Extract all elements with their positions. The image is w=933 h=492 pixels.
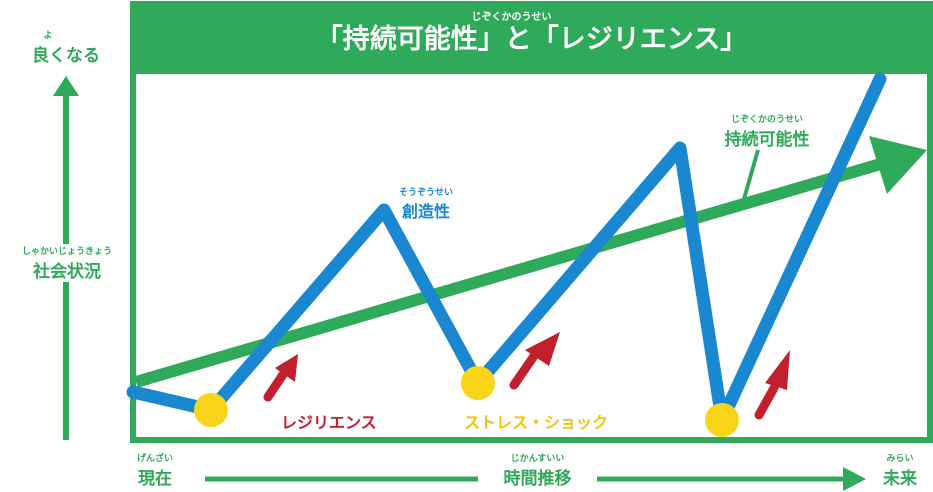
x-axis-middle-ruby: じかんすいい bbox=[510, 454, 565, 464]
title-block: じぞくかのうせい 「持続可能性」と「レジリエンス」 bbox=[133, 8, 930, 57]
x-axis-middle-label: 時間推移 bbox=[503, 469, 572, 489]
page-title: 「持続可能性」と「レジリエンス」 bbox=[315, 24, 748, 55]
x-axis-end: みらい 未来 bbox=[870, 451, 930, 489]
x-axis-end-ruby: みらい bbox=[886, 454, 914, 464]
y-axis-top-ruby: よ bbox=[43, 31, 53, 41]
resilience-label: レジリエンス bbox=[281, 413, 377, 432]
x-axis-start-label: 現在 bbox=[138, 469, 172, 489]
x-axis-start-ruby: げんざい bbox=[136, 454, 173, 464]
x-axis-middle: じかんすいい 時間推移 bbox=[478, 451, 597, 489]
sustainability-ruby: じぞくかのうせい bbox=[730, 115, 803, 125]
title-ruby: じぞくかのうせい bbox=[471, 12, 552, 23]
y-axis-label: 社会状況 bbox=[33, 262, 101, 282]
sustainability-trend-arrow bbox=[134, 136, 927, 388]
y-axis-top-label: 良くなる bbox=[32, 46, 100, 66]
creativity-label-block: そうぞうせい 創造性 bbox=[386, 185, 466, 222]
y-axis-ruby: しゃかいじょうきょう bbox=[21, 247, 112, 257]
shock-point-icon bbox=[705, 403, 739, 437]
stress-shock-label: ストレス・ショック bbox=[464, 413, 609, 432]
x-axis-start: げんざい 現在 bbox=[120, 451, 190, 489]
sustainability-label-block: じぞくかのうせい 持続可能性 bbox=[702, 112, 832, 150]
y-axis-label-block: しゃかいじょうきょう 社会状況 bbox=[6, 244, 128, 282]
resilience-arrow-icon bbox=[263, 354, 298, 402]
title-bar bbox=[133, 4, 930, 74]
creativity-label: 創造性 bbox=[401, 202, 450, 221]
shock-point-icon bbox=[461, 366, 495, 400]
shock-point-icon bbox=[194, 393, 228, 427]
resilience-arrow-icon bbox=[754, 350, 790, 420]
y-axis-top: よ 良くなる bbox=[16, 28, 116, 66]
time-axis-arrow bbox=[205, 467, 866, 491]
x-axis-end-label: 未来 bbox=[883, 469, 917, 489]
sustainability-label: 持続可能性 bbox=[724, 130, 810, 150]
creativity-ruby: そうぞうせい bbox=[398, 188, 453, 198]
resilience-arrow-icon bbox=[509, 332, 560, 390]
